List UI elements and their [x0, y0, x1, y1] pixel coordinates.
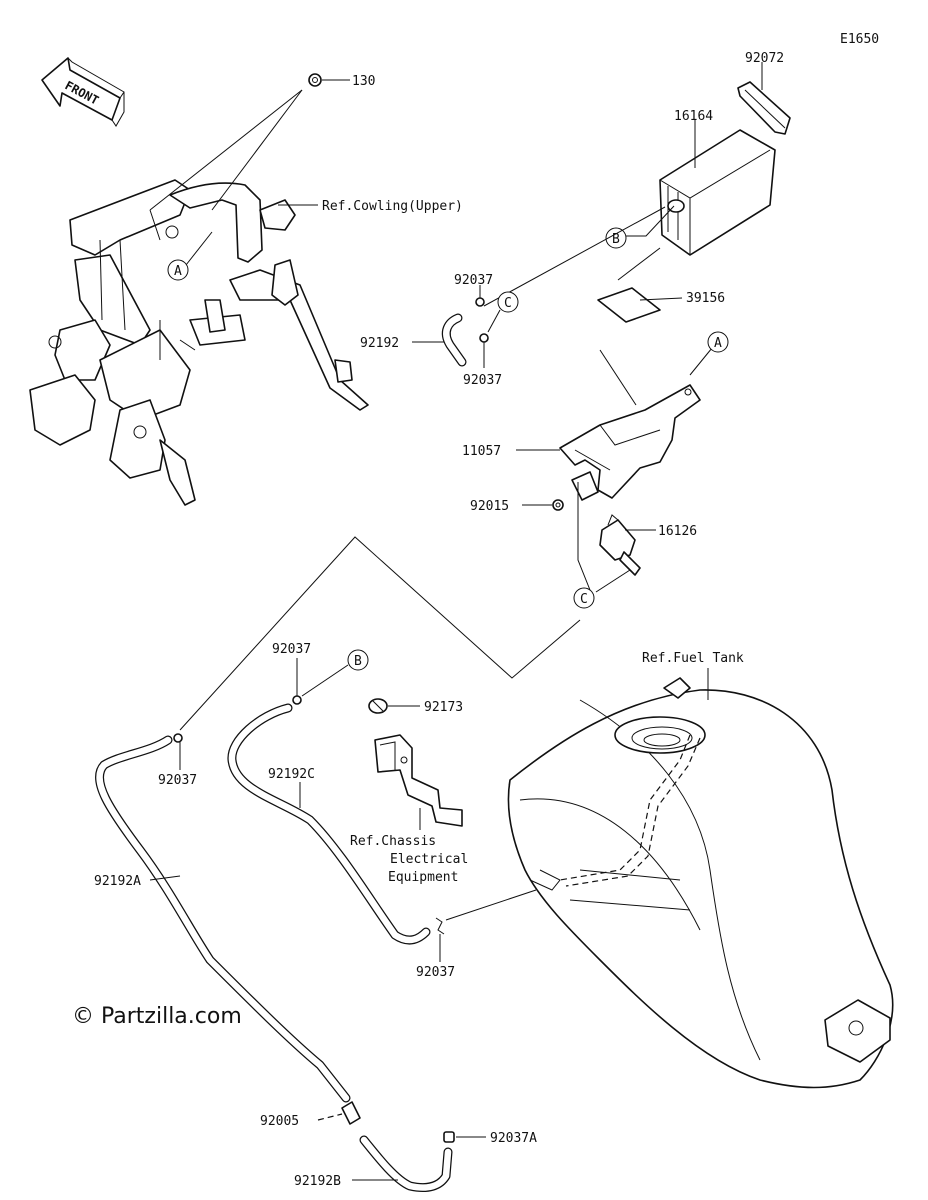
callout-c-upper: C	[504, 296, 512, 311]
label-92192c: 92192C	[268, 767, 315, 782]
label-ref-fuel-tank: Ref.Fuel Tank	[642, 651, 744, 666]
cap-92173	[368, 698, 388, 714]
label-92037-bottom: 92037	[416, 965, 455, 980]
label-92037-top: 92037	[454, 273, 493, 288]
callout-a-left: A	[174, 264, 182, 279]
label-92037a: 92037A	[490, 1131, 537, 1146]
hose-92192c	[227, 703, 431, 945]
label-92015: 92015	[470, 499, 509, 514]
callout-a-right: A	[714, 336, 722, 351]
nut-130	[308, 73, 322, 87]
callout-c-middle: C	[580, 592, 588, 607]
clamp-92037-top	[475, 297, 485, 307]
label-92173: 92173	[424, 700, 463, 715]
label-92192: 92192	[360, 336, 399, 351]
label-ref-chassis-3: Equipment	[388, 870, 458, 885]
clamp-92037-lower	[479, 333, 489, 343]
clamp-92037-bottom	[435, 917, 445, 935]
clamp-92037-left	[173, 733, 183, 743]
watermark: © Partzilla.com	[72, 1004, 242, 1029]
diagram-code: E1650	[840, 32, 879, 47]
label-16164: 16164	[674, 109, 713, 124]
label-92072: 92072	[745, 51, 784, 66]
label-ref-chassis-1: Ref.Chassis	[350, 834, 436, 849]
hose-92192a	[95, 735, 351, 1103]
joint-92005	[341, 1101, 361, 1125]
label-92037-left: 92037	[158, 773, 197, 788]
chassis-bracket	[374, 734, 463, 827]
frame-bracket-assembly	[29, 179, 369, 506]
hose-92192b	[359, 1135, 453, 1193]
cap-92037a	[443, 1131, 455, 1143]
label-ref-chassis-2: Electrical	[390, 852, 468, 867]
label-92005: 92005	[260, 1114, 299, 1129]
label-92037-lower: 92037	[463, 373, 502, 388]
callout-b-right: B	[612, 232, 620, 247]
callout-b-lower: B	[354, 654, 362, 669]
label-ref-cowling: Ref.Cowling(Upper)	[322, 199, 463, 214]
canister-16164	[659, 129, 776, 256]
valve-16126	[599, 514, 641, 576]
label-11057: 11057	[462, 444, 501, 459]
label-sticker-39156	[597, 287, 661, 323]
label-92192b: 92192B	[294, 1174, 341, 1189]
bracket-11057	[559, 384, 701, 501]
label-92192a: 92192A	[94, 874, 141, 889]
fuel-tank	[507, 677, 894, 1089]
label-92037-b: 92037	[272, 642, 311, 657]
clamp-92037-b	[292, 695, 302, 705]
label-39156: 39156	[686, 291, 725, 306]
band-92072	[737, 81, 791, 135]
front-arrow-icon: FRONT	[41, 57, 125, 127]
hose-92192	[441, 313, 467, 367]
label-130: 130	[352, 74, 375, 89]
nut-92015	[552, 499, 564, 511]
label-16126: 16126	[658, 524, 697, 539]
